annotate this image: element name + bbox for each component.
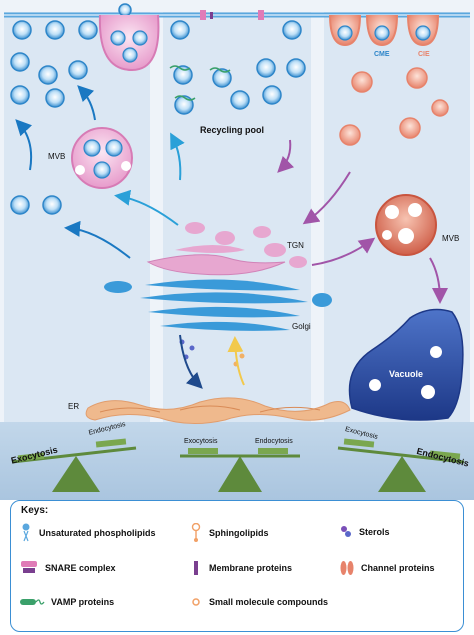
mvb-right — [375, 194, 437, 256]
tgn-label: TGN — [287, 241, 304, 250]
channel-protein-icon — [340, 561, 354, 575]
mvb-right-label: MVB — [442, 234, 460, 243]
key-sterols: Sterols — [339, 523, 390, 541]
balance-middle — [180, 448, 300, 492]
membrane-budding-vesicles — [12, 3, 302, 40]
keys-title: Keys: — [21, 505, 49, 516]
key-label: Channel proteins — [361, 563, 435, 573]
key-channel-proteins: Channel proteins — [339, 559, 435, 577]
key-membrane-proteins: Membrane proteins — [189, 559, 292, 577]
mvb-left — [71, 127, 133, 189]
membrane-protein-icon — [194, 561, 198, 575]
cell-diagram — [0, 0, 474, 500]
endosomes-right — [339, 67, 449, 146]
key-label: Sterols — [359, 527, 390, 537]
unsaturated-phospholipid-icon — [22, 523, 30, 542]
tgn — [146, 222, 307, 276]
recycling-pool-label: Recycling pool — [200, 125, 265, 135]
balance-left — [11, 438, 137, 492]
snare-complex-icon — [21, 561, 37, 573]
er — [85, 397, 351, 425]
sphingolipid-icon — [191, 523, 201, 542]
fusing-pink-vesicle — [98, 14, 160, 72]
key-label: Membrane proteins — [209, 563, 293, 573]
key-label: VAMP proteins — [51, 597, 115, 607]
vesicles-left — [10, 52, 88, 215]
key-sphingolipids: Sphingolipids — [189, 523, 269, 543]
vacuole-label: Vacuole — [389, 369, 424, 379]
key-label: Unsaturated phospholipids — [39, 528, 156, 538]
er-label: ER — [68, 402, 80, 411]
key-snare-complex: SNARE complex — [19, 559, 116, 577]
cme-label: CME — [374, 51, 390, 58]
key-label: Sphingolipids — [209, 528, 269, 538]
cie-label: CIE — [418, 51, 430, 58]
small-molecule-icon — [192, 598, 200, 606]
balance-middle-exocytosis: Exocytosis — [184, 438, 218, 445]
keys-legend: Keys: Unsaturated phospholipids Sphingol… — [10, 500, 464, 632]
golgi — [104, 279, 332, 331]
balance-middle-endocytosis: Endocytosis — [255, 438, 293, 445]
sterol-icon — [341, 526, 351, 537]
balance-right — [337, 438, 465, 492]
vacuole — [348, 308, 464, 421]
golgi-label: Golgi — [292, 322, 311, 331]
key-label: SNARE complex — [45, 563, 116, 573]
panel-left — [4, 12, 150, 424]
snare-complexes — [200, 10, 264, 20]
key-label: Small molecule compounds — [209, 597, 329, 607]
cme-vesicles — [329, 14, 439, 47]
mvb-left-label: MVB — [48, 152, 66, 161]
key-unsaturated-phospholipids: Unsaturated phospholipids — [19, 523, 156, 543]
vamp-protein-icon — [20, 599, 45, 605]
recycling-vesicles — [169, 58, 306, 115]
key-small-molecule-compounds: Small molecule compounds — [189, 595, 328, 609]
arrows — [15, 85, 448, 389]
key-vamp-proteins: VAMP proteins — [19, 595, 114, 609]
